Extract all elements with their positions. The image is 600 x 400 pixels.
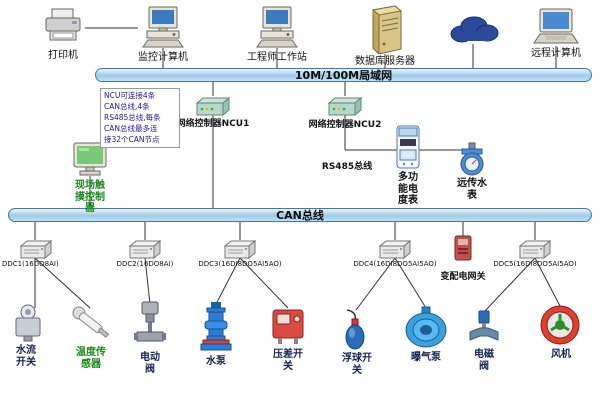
- desktop-computer-icon: [140, 6, 186, 50]
- remote-computer-node: 远程计算机: [526, 8, 586, 60]
- server-icon: [365, 4, 405, 56]
- energy-meter-label: 多功能电度表: [398, 172, 418, 206]
- temperature-sensor-icon: [70, 304, 114, 344]
- ncu1-label: 网络控制器NCU1: [176, 119, 250, 129]
- pressure-switch-label: 压差开关: [273, 349, 303, 372]
- touch-screen-icon: [70, 142, 110, 178]
- engineer-workstation-label: 工程师工作站: [247, 52, 307, 63]
- ddc-controller-icon: [128, 239, 162, 260]
- pressure-switch-icon: [268, 306, 308, 346]
- engineer-workstation-node: 工程师工作站: [245, 6, 309, 64]
- water-meter-label: 远传水表: [457, 178, 487, 201]
- printer-label: 打印机: [48, 50, 78, 61]
- printer-icon: [41, 8, 85, 48]
- power-gateway-icon: [452, 234, 474, 262]
- solenoid-valve-icon: [466, 310, 502, 346]
- remote-computer-label: 远程计算机: [531, 48, 581, 59]
- laptop-icon: [532, 8, 580, 46]
- electric-valve-icon: [133, 300, 167, 348]
- flow-switch-icon: [10, 304, 46, 342]
- flow-switch-label: 水流开关: [16, 345, 36, 368]
- ddc5-label: DDC5(16DI8DO5AI5AO): [493, 260, 577, 268]
- desktop-computer-icon: [254, 6, 300, 50]
- aeration-pump-icon: [404, 306, 448, 348]
- note-line: CAN总线最多连: [104, 123, 158, 133]
- note-line: NCU可连接4条: [104, 91, 156, 100]
- database-server-node: 数据库服务器: [353, 4, 417, 68]
- water-pump-label: 水泵: [206, 356, 226, 367]
- float-switch-label: 浮球开关: [342, 353, 372, 376]
- ncu-note-box: NCU可连接4条 CAN总线,4条 RS485总线,每条 CAN总线最多连 接3…: [100, 88, 180, 149]
- lan-bus-label: 10M/100M局域网: [294, 69, 393, 82]
- network-controller-icon: [194, 96, 232, 118]
- ddc-controller-icon: [518, 239, 552, 260]
- fan-icon: [539, 304, 581, 346]
- aeration-pump-label: 曝气泵: [411, 352, 441, 363]
- fan-label: 风机: [551, 349, 571, 360]
- solenoid-valve-label: 电磁阀: [474, 349, 494, 372]
- ddc-controller-icon: [378, 239, 412, 260]
- energy-meter-icon: [393, 124, 423, 170]
- ddc2-label: DDC2(16DO8AI): [116, 260, 174, 268]
- network-controller-icon: [326, 96, 364, 118]
- touch-controller-label: 现场触摸控制器: [75, 180, 105, 214]
- note-line: 接32个CAN节点: [104, 134, 160, 144]
- lan-bus-bar: 10M/100M局域网: [95, 68, 592, 82]
- monitor-computer-label: 监控计算机: [138, 52, 188, 63]
- note-line: CAN总线,4条: [104, 101, 150, 111]
- monitor-computer-node: 监控计算机: [133, 6, 193, 64]
- power-gateway-label: 变配电网关: [440, 272, 486, 282]
- temperature-sensor-label: 温度传感器: [76, 347, 106, 370]
- ddc-controller-icon: [19, 239, 53, 260]
- ddc-controller-icon: [223, 239, 257, 260]
- can-bus-label: CAN总线: [276, 209, 324, 222]
- ncu2-label: 网络控制器NCU2: [308, 120, 382, 130]
- electric-valve-label: 电动阀: [140, 352, 160, 375]
- ddc1-label: DDC1(16DO8AI): [2, 260, 59, 268]
- water-pump-icon: [199, 301, 233, 353]
- rs485-bus-label: RS485总线: [321, 162, 373, 172]
- ddc3-label: DDC3(16DI8DO5AI5AO): [198, 260, 282, 268]
- ddc4-label: DDC4(16DI8DO5AI5AO): [353, 260, 437, 268]
- database-server-label: 数据库服务器: [355, 56, 415, 67]
- printer-node: 打印机: [33, 8, 93, 62]
- float-switch-icon: [341, 308, 371, 350]
- note-line: RS485总线,每条: [104, 112, 161, 122]
- water-meter-icon: [458, 142, 486, 176]
- internet-cloud-node: [447, 14, 501, 48]
- can-bus-bar: CAN总线: [8, 208, 592, 222]
- cloud-icon: [447, 14, 501, 48]
